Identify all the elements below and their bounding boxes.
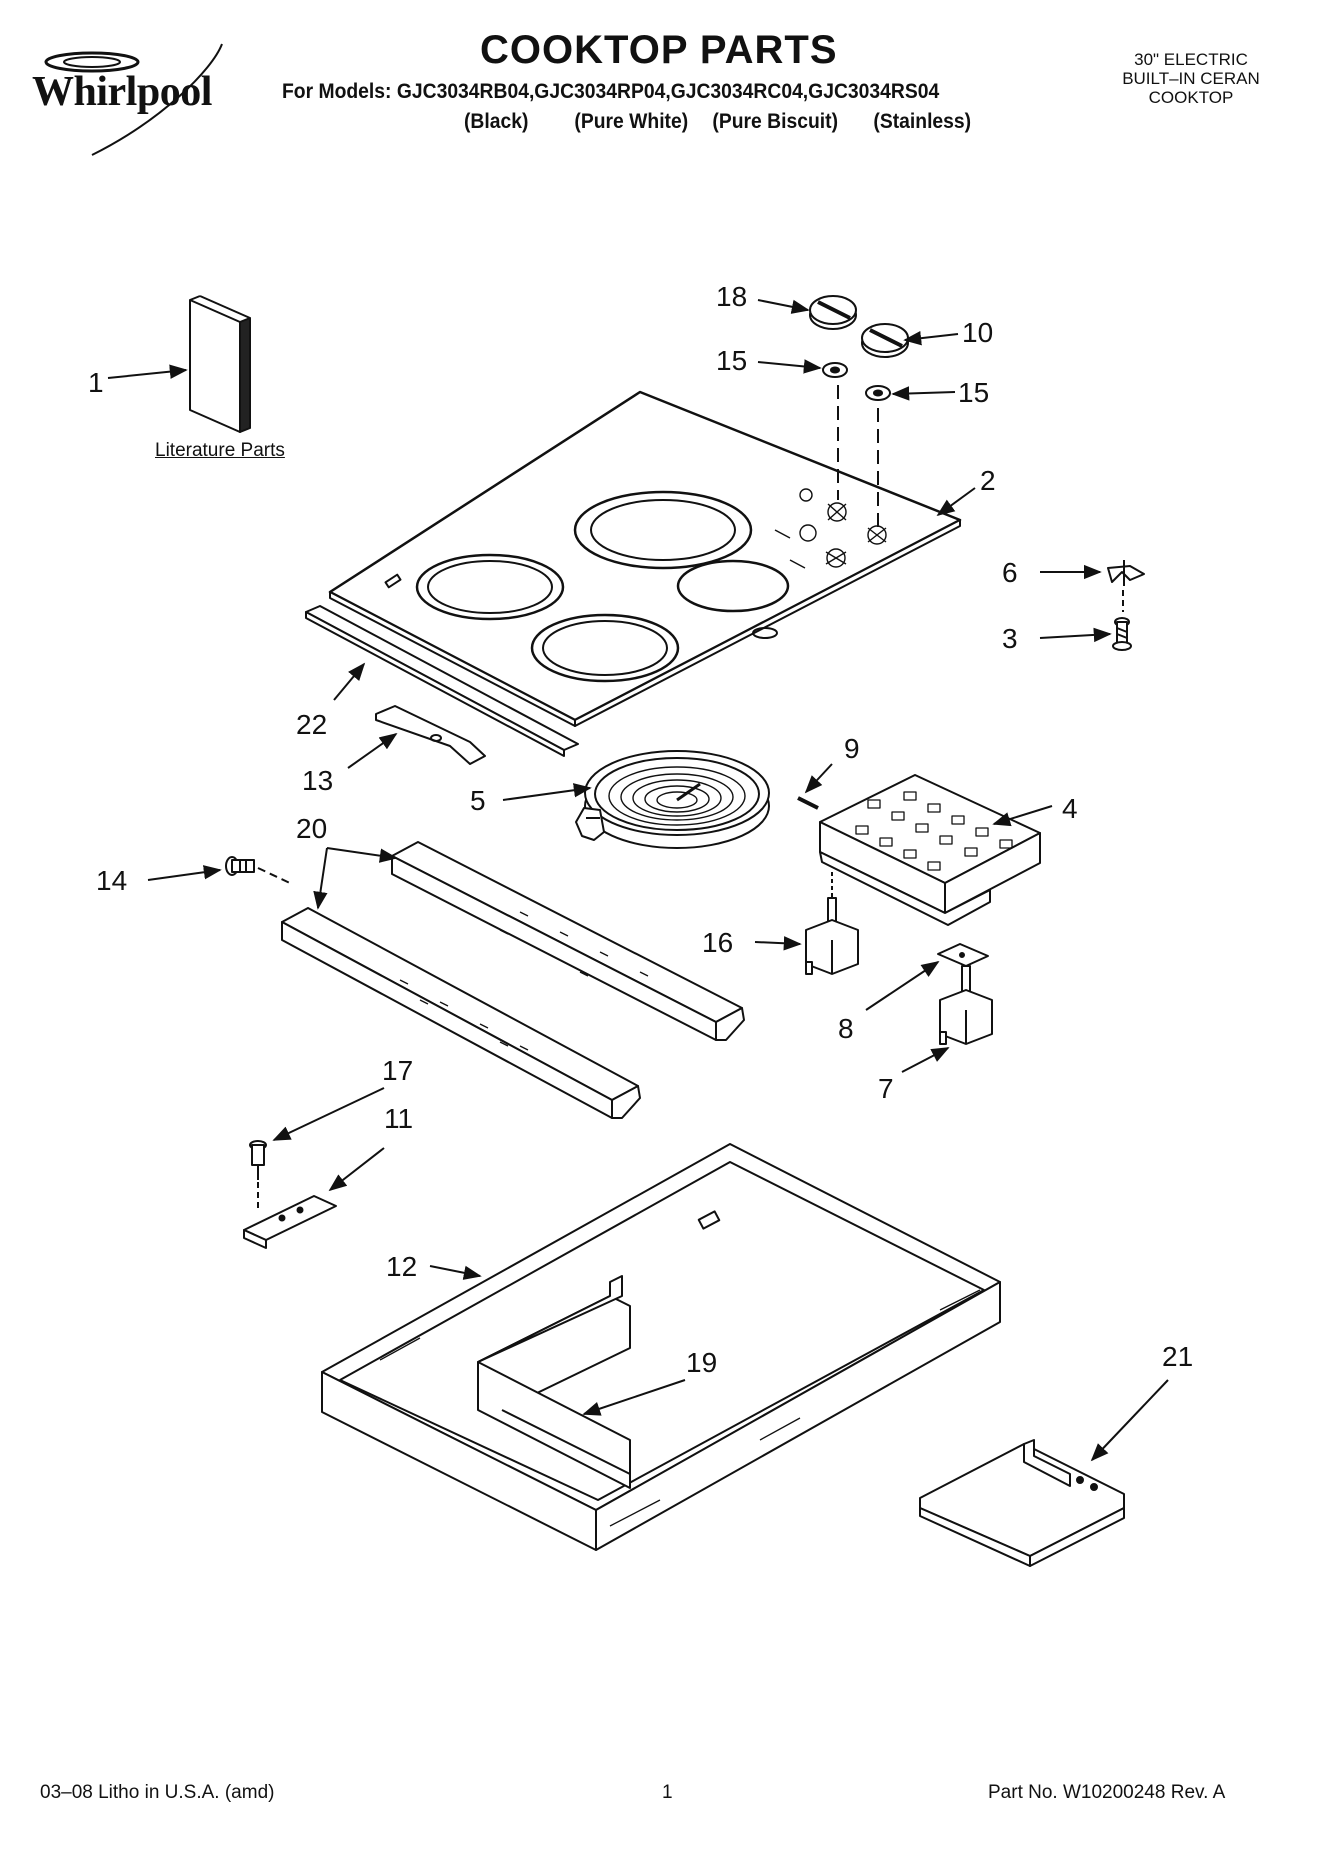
callout-7: 7 [878,1073,894,1104]
callout-9: 9 [844,733,860,764]
front-trim-22-part [305,605,579,757]
whirlpool-logo [22,40,262,160]
bracket-11-part [243,1195,337,1249]
callout-1: 1 [88,367,104,398]
callout-18: 18 [716,281,747,312]
product-type-line: 30" ELECTRIC [1134,50,1248,69]
variant-stainless: (Stainless) [873,110,972,133]
callout-14: 14 [96,865,127,896]
callout-4: 4 [1062,793,1078,824]
variant-pure-white: (Pure White) [574,110,689,133]
standoff-7-part [939,965,993,1045]
model-variants: (Black) (Pure White) (Pure Biscuit) (Stainl… [464,110,971,134]
rail-20-back-part [391,841,745,1041]
callout-16: 16 [702,927,733,958]
product-type-line: COOKTOP [1148,88,1234,107]
screw-17-part [249,1140,267,1180]
ceran-glass-top-part [328,390,962,727]
callout-15: 15 [958,377,989,408]
insulator-8-part [937,943,989,967]
callout-3: 3 [1002,623,1018,654]
callout-11: 11 [384,1103,413,1134]
whirlpool-swirl-icon [44,43,223,156]
part-number: Part No. W10200248 Rev. A [988,1782,1226,1803]
brand-wordmark: Whirlpool [32,69,212,115]
callout-21: 21 [1162,1341,1193,1372]
page-number: 1 [662,1782,673,1803]
leader-arrows [107,299,1169,1462]
screw-14-part [225,856,255,876]
callout-2: 2 [980,465,996,496]
callout-15: 15 [716,345,747,376]
product-type: 30" ELECTRIC BUILT–IN CERAN COOKTOP [1080,50,1302,107]
standoff-16-part [805,897,859,975]
control-markings [774,488,887,569]
callout-10: 10 [962,317,993,348]
literature-booklet-part [189,295,251,433]
litho-note: 03–08 Litho in U.S.A. (amd) [40,1782,275,1803]
callout-20: 20 [296,813,327,844]
callout-numbers: 1 18 10 15 15 2 6 3 22 13 5 9 4 20 14 16… [88,281,1193,1378]
product-type-line: BUILT–IN CERAN [1122,69,1260,88]
literature-parts-label: Literature Parts [155,440,285,461]
callout-22: 22 [296,709,327,740]
shield-19-part [477,1275,631,1489]
callout-13: 13 [302,765,333,796]
variant-pure-biscuit: (Pure Biscuit) [712,110,839,133]
rail-20-front-part [281,907,641,1119]
bracket-13-part [375,705,486,765]
knob-10-part [861,323,909,358]
callout-19: 19 [686,1347,717,1378]
side-bracket-21-part [919,1439,1125,1567]
callout-8: 8 [838,1013,854,1044]
clip-6-part [1107,560,1145,586]
knob-washer-15-part [822,362,891,401]
base-box-12-part [321,1143,1001,1551]
screw-3-part [1112,617,1132,651]
rod-9-part [797,796,819,810]
callout-6: 6 [1002,557,1018,588]
radiant-element-5-part [575,750,770,849]
control-board-4-part [819,774,1041,926]
callout-5: 5 [470,785,486,816]
page-title: COOKTOP PARTS [480,28,838,72]
callout-17: 17 [382,1055,413,1086]
knob-18-part [809,295,857,330]
variant-black: (Black) [464,110,529,133]
callout-12: 12 [386,1251,417,1282]
models-line: For Models: GJC3034RB04,GJC3034RP04,GJC3… [282,80,940,103]
